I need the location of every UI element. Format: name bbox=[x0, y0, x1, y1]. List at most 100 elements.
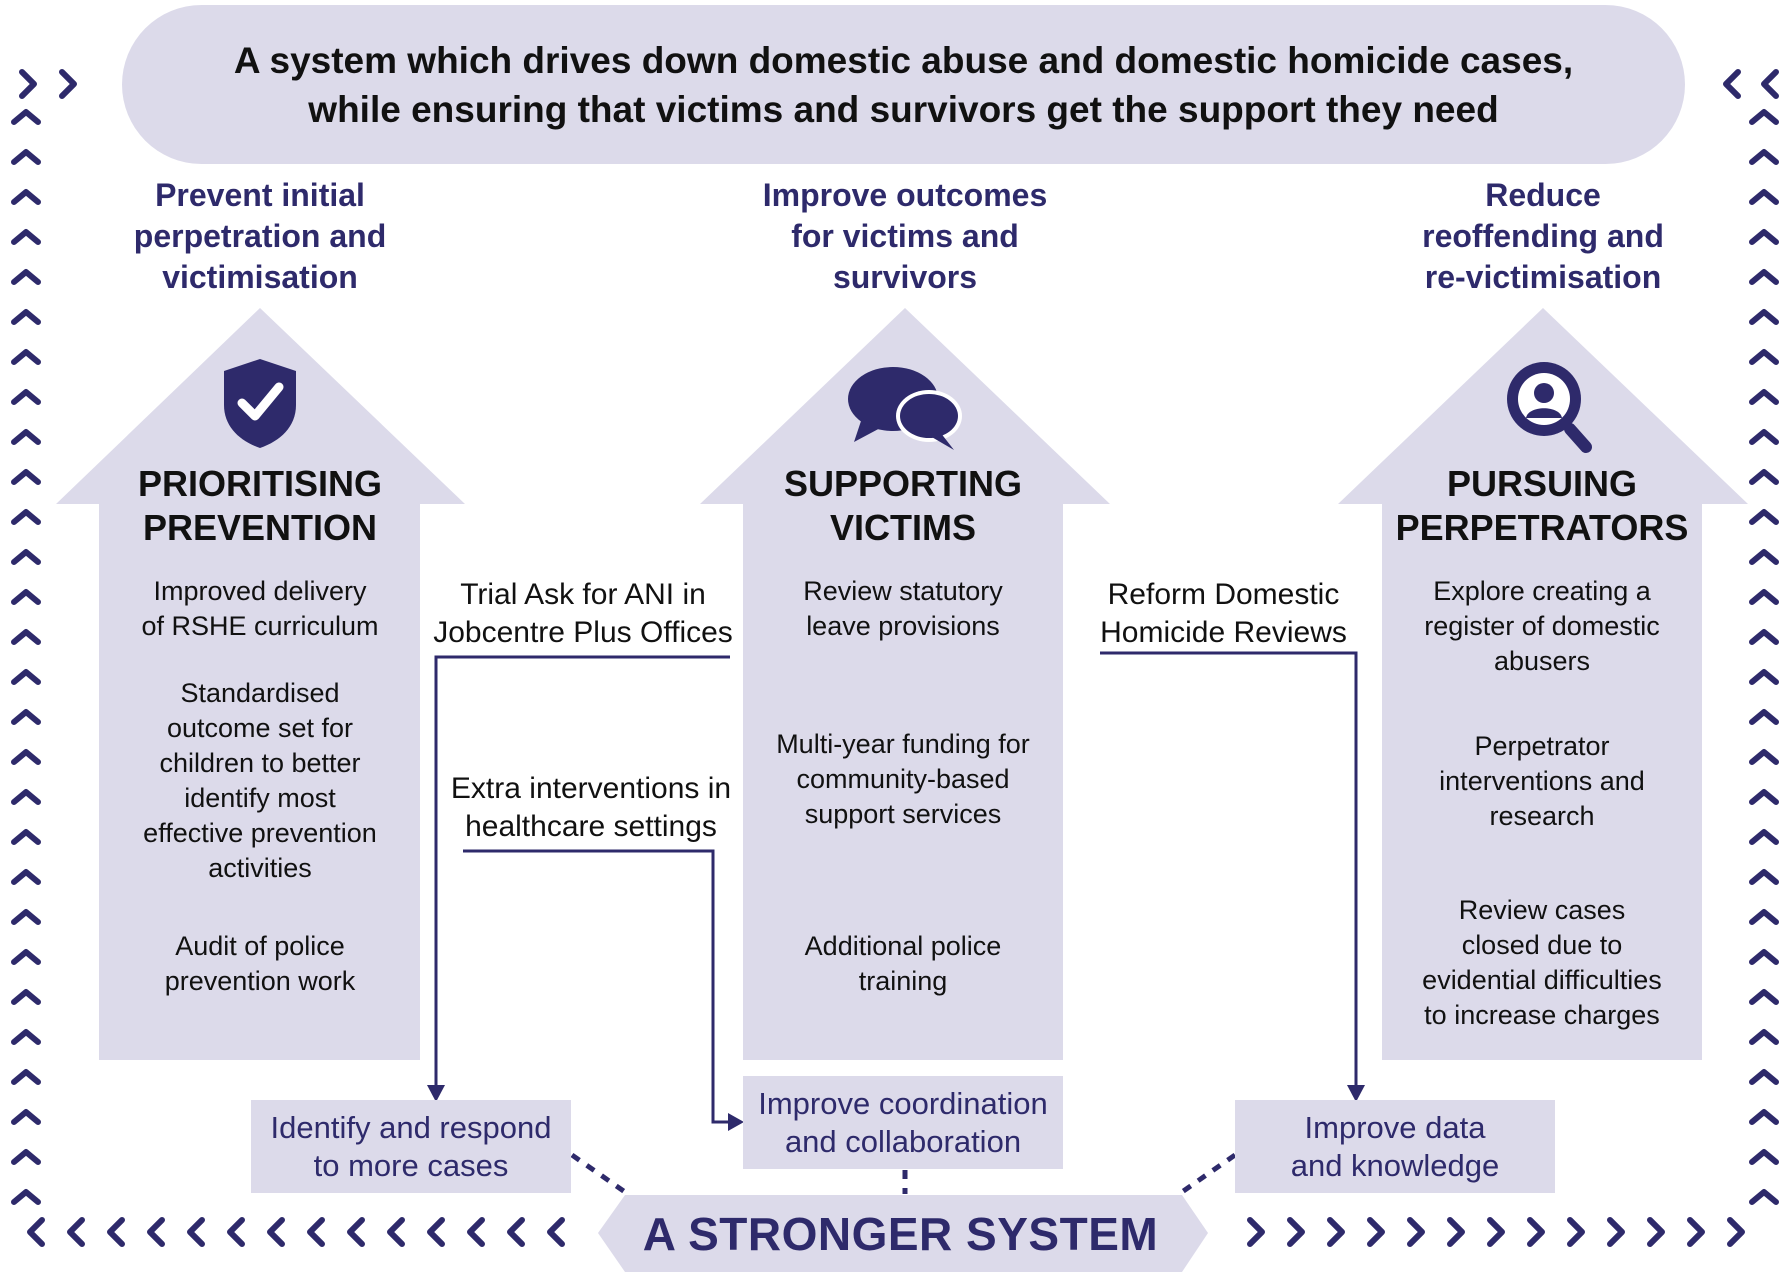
pillar-title-line: PURSUING bbox=[1446, 463, 1638, 504]
up-chevron-icon bbox=[1749, 669, 1779, 685]
left-chevron-icon bbox=[387, 1217, 405, 1247]
goal-line: survivors bbox=[832, 259, 978, 295]
right-chevron-icon bbox=[59, 69, 77, 99]
cross-action-line: healthcare settings bbox=[465, 810, 717, 843]
up-chevron-icon bbox=[1749, 909, 1779, 925]
item-line: interventions and bbox=[1439, 766, 1645, 796]
goal-line: Prevent initial bbox=[155, 177, 365, 213]
up-chevron-icon bbox=[11, 749, 41, 765]
up-chevron-icon bbox=[11, 909, 41, 925]
left-chevron-icon bbox=[27, 1217, 45, 1247]
up-chevron-icon bbox=[1749, 869, 1779, 885]
left-chevron-icon bbox=[467, 1217, 485, 1247]
up-chevron-icon bbox=[1749, 549, 1779, 565]
up-chevron-icon bbox=[1749, 1109, 1779, 1125]
item-line: of RSHE curriculum bbox=[141, 611, 379, 641]
goal-line: for victims and bbox=[791, 218, 1019, 254]
goal-line: victimisation bbox=[162, 259, 358, 295]
up-chevron-icon bbox=[11, 669, 41, 685]
cross-action-line: Reform Domestic bbox=[1107, 578, 1340, 611]
vision-line-1: A system which drives down domestic abus… bbox=[233, 39, 1574, 81]
pillar-arrow-prevention bbox=[56, 308, 465, 1060]
up-chevron-icon bbox=[11, 509, 41, 525]
right-chevron-icon bbox=[1727, 1217, 1745, 1247]
up-chevron-icon bbox=[11, 1029, 41, 1045]
up-chevron-icon bbox=[1749, 829, 1779, 845]
up-chevron-icon bbox=[11, 309, 41, 325]
up-chevron-icon bbox=[11, 1149, 41, 1165]
stronger-system-hexagon bbox=[598, 1195, 1208, 1272]
pillar-title-victims: SUPPORTING VICTIMS bbox=[703, 462, 1103, 550]
up-chevron-icon bbox=[11, 269, 41, 285]
item-line: to increase charges bbox=[1424, 1000, 1660, 1030]
right-chevron-icon bbox=[1367, 1217, 1385, 1247]
goal-prevent: Prevent initial perpetration and victimi… bbox=[90, 175, 430, 298]
goal-line: Reduce bbox=[1485, 177, 1601, 213]
goal-reduce-reoffending: Reduce reoffending and re-victimisation bbox=[1373, 175, 1713, 298]
item-line: prevention work bbox=[164, 966, 356, 996]
arrowhead-icon bbox=[728, 1113, 744, 1131]
outcome-identify-respond: Identify and respond to more cases bbox=[251, 1100, 571, 1193]
vision-line-2: while ensuring that victims and survivor… bbox=[308, 88, 1499, 130]
item-line: outcome set for bbox=[166, 713, 354, 743]
item-line: training bbox=[858, 966, 948, 996]
up-chevron-icon bbox=[11, 589, 41, 605]
pillar-title-perpetrators: PURSUING PERPETRATORS bbox=[1342, 462, 1742, 550]
up-chevron-icon bbox=[11, 629, 41, 645]
left-chevron-icon bbox=[67, 1217, 85, 1247]
left-chevron-icon bbox=[307, 1217, 325, 1247]
outcome-line: Improve coordination bbox=[758, 1085, 1048, 1121]
pillar-title-line: VICTIMS bbox=[829, 507, 976, 548]
up-chevron-icon bbox=[11, 109, 41, 125]
up-chevron-icon bbox=[11, 949, 41, 965]
cross-action-jobcentre: Trial Ask for ANI in Jobcentre Plus Offi… bbox=[433, 576, 733, 652]
left-chevron-icon bbox=[107, 1217, 125, 1247]
item-line: Standardised bbox=[180, 678, 340, 708]
item-line: support services bbox=[804, 799, 1002, 829]
left-chevron-icon bbox=[227, 1217, 245, 1247]
item-line: children to better bbox=[159, 748, 361, 778]
cross-action-line: Homicide Reviews bbox=[1100, 616, 1347, 649]
right-chevron-icon bbox=[1527, 1217, 1545, 1247]
right-chevron-border bbox=[1723, 69, 1779, 1205]
prevention-item: Improved delivery of RSHE curriculum bbox=[110, 574, 410, 644]
left-chevron-icon bbox=[427, 1217, 445, 1247]
left-chevron-icon bbox=[347, 1217, 365, 1247]
right-chevron-icon bbox=[1327, 1217, 1345, 1247]
goal-line: Improve outcomes bbox=[762, 177, 1048, 213]
dotted-link bbox=[570, 1152, 1237, 1195]
up-chevron-icon bbox=[1749, 949, 1779, 965]
outcome-coordination: Improve coordination and collaboration bbox=[743, 1076, 1063, 1169]
up-chevron-icon bbox=[11, 709, 41, 725]
right-chevron-icon bbox=[1607, 1217, 1625, 1247]
shield-check-icon bbox=[222, 357, 298, 454]
prevention-item: Audit of police prevention work bbox=[110, 929, 410, 999]
magnifier-person-icon bbox=[1502, 357, 1602, 458]
right-chevron-icon bbox=[1647, 1217, 1665, 1247]
item-line: community-based bbox=[796, 764, 1010, 794]
up-chevron-icon bbox=[11, 229, 41, 245]
up-chevron-icon bbox=[1749, 1029, 1779, 1045]
right-chevron-icon bbox=[1567, 1217, 1585, 1247]
up-chevron-icon bbox=[1749, 749, 1779, 765]
up-chevron-icon bbox=[11, 1189, 41, 1205]
pillar-title-line: PERPETRATORS bbox=[1395, 507, 1689, 548]
perpetrators-item: Review cases closed due to evidential di… bbox=[1392, 893, 1692, 1033]
perpetrators-item: Explore creating a register of domestic … bbox=[1392, 574, 1692, 679]
item-line: identify most bbox=[184, 783, 336, 813]
left-chevron-icon bbox=[547, 1217, 565, 1247]
connector-homicide-reviews bbox=[1100, 651, 1358, 1090]
up-chevron-icon bbox=[11, 349, 41, 365]
up-chevron-icon bbox=[1749, 989, 1779, 1005]
outcome-line: and knowledge bbox=[1290, 1147, 1500, 1183]
item-line: Improved delivery bbox=[153, 576, 367, 606]
pillar-arrow-victims bbox=[700, 308, 1110, 1060]
pillar-title-line: PREVENTION bbox=[142, 507, 378, 548]
up-chevron-icon bbox=[11, 989, 41, 1005]
cross-action-line: Jobcentre Plus Offices bbox=[433, 616, 733, 649]
item-line: activities bbox=[208, 853, 312, 883]
up-chevron-icon bbox=[1749, 469, 1779, 485]
outcome-line: to more cases bbox=[313, 1147, 509, 1183]
up-chevron-icon bbox=[11, 469, 41, 485]
